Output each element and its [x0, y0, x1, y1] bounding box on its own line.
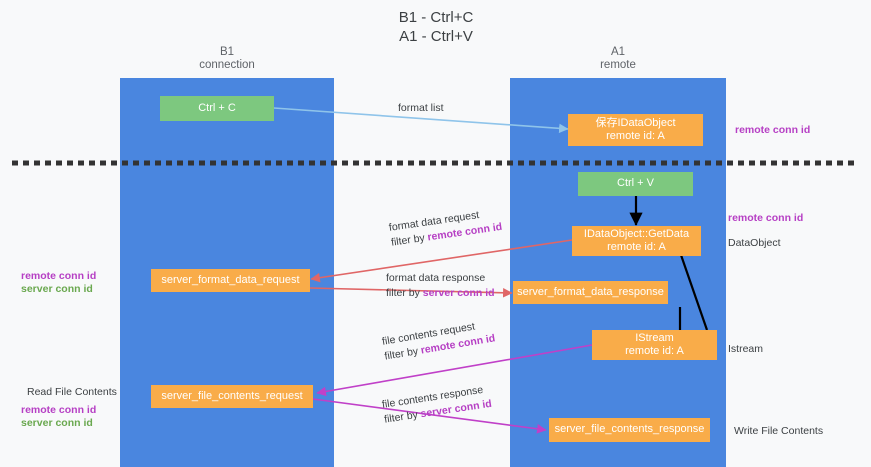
- annotation-write-file-contents: Write File Contents: [734, 425, 824, 437]
- page-title: B1 - Ctrl+C A1 - Ctrl+V: [398, 9, 474, 45]
- edge-label-format-data-request: format data request filter by remote con…: [388, 205, 503, 251]
- filter-prefix: filter by: [390, 231, 429, 249]
- node-server-format-data-response[interactable]: server_format_data_response: [513, 281, 668, 304]
- edge-label-format-data-response-line2: filter by server conn id: [386, 286, 495, 301]
- lane-title-a1: A1 remote: [600, 46, 636, 71]
- node-save-idataobject[interactable]: 保存IDataObject remote id: A: [568, 114, 703, 146]
- node-istream[interactable]: IStream remote id: A: [592, 330, 717, 360]
- node-idataobject-getdata[interactable]: IDataObject::GetData remote id: A: [572, 226, 701, 256]
- annotation-right-top-remote-conn-id: remote conn id: [735, 124, 811, 136]
- node-ctrl-v[interactable]: Ctrl + V: [578, 172, 693, 196]
- annotation-right-mid-remote-conn-id: remote conn id: [728, 212, 804, 224]
- node-ctrl-c[interactable]: Ctrl + C: [160, 96, 274, 121]
- annotation-dataobject: DataObject: [728, 237, 781, 249]
- lane-title-b1: B1 connection: [199, 46, 255, 71]
- edge-label-format-data-response: format data response filter by server co…: [386, 271, 495, 301]
- filter-prefix: filter by: [386, 287, 423, 299]
- node-server-file-contents-response[interactable]: server_file_contents_response: [549, 418, 710, 442]
- annotation-istream: Istream: [728, 343, 764, 355]
- node-server-format-data-request[interactable]: server_format_data_request: [151, 269, 310, 292]
- edge-label-file-contents-request: file contents request filter by remote c…: [381, 317, 496, 365]
- annotation-left-mid-server-conn-id: server conn id: [21, 283, 93, 295]
- annotation-read-file-contents: Read File Contents: [27, 386, 117, 398]
- annotation-left-mid-remote-conn-id: remote conn id: [21, 270, 97, 282]
- edge-label-format-list: format list: [398, 102, 444, 114]
- server-conn-id-key: server conn id: [422, 287, 495, 299]
- annotation-left-bottom-remote-conn-id: remote conn id: [21, 404, 97, 416]
- edge-label-format-data-response-line1: format data response: [386, 272, 486, 284]
- annotation-left-bottom-server-conn-id: server conn id: [21, 417, 93, 429]
- edge-label-file-contents-response: file contents response filter by server …: [381, 382, 493, 428]
- node-server-file-contents-request[interactable]: server_file_contents_request: [151, 385, 313, 408]
- filter-prefix: filter by: [383, 408, 422, 426]
